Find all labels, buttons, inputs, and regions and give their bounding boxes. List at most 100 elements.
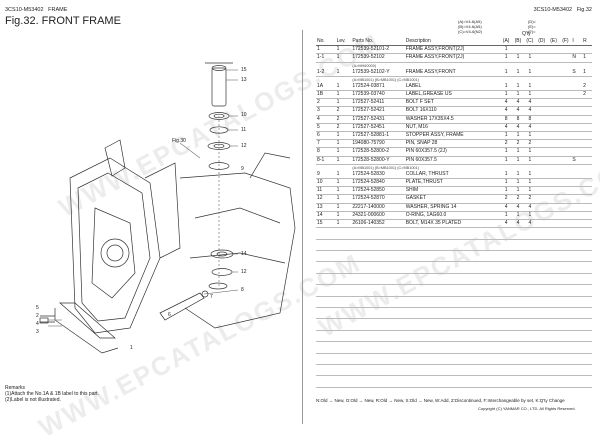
cell-r: 2	[582, 90, 592, 100]
cell-lev: 1	[335, 156, 352, 165]
cell-description: PIN, SNAP 28	[404, 139, 501, 149]
cell-description: BOLT F SET	[404, 98, 501, 108]
cell-qty: 1	[523, 178, 536, 188]
table-row-empty	[316, 353, 592, 365]
cell-no: 6	[316, 131, 336, 141]
variant-code: (D)=	[528, 19, 536, 24]
cell-qty	[559, 98, 572, 108]
page-divider	[302, 30, 303, 424]
cell-r	[582, 178, 592, 188]
cell-parts-no: 172528-52800-Y	[351, 156, 405, 165]
cell-lev: 1	[335, 203, 352, 212]
callout-7: 7	[210, 294, 213, 300]
cell-qty: 1	[500, 45, 513, 55]
model-code: 3CS10-M53402	[5, 7, 44, 13]
col-qty-c: (C)	[523, 38, 536, 47]
cell-qty: 2	[512, 194, 524, 204]
cell	[316, 330, 592, 343]
cell-description: BOLT 16X110	[404, 106, 501, 116]
cell-lev: 1	[335, 211, 352, 221]
cell-i	[571, 139, 583, 149]
cell-no: 13	[316, 203, 336, 212]
cell-lev: 1	[335, 178, 352, 188]
table-row-note: (A>MH60000)	[316, 62, 592, 69]
cell-lev: 1	[335, 147, 352, 157]
cell-i	[571, 115, 583, 124]
cell-description: PIN 60X357.5	[404, 156, 501, 165]
serial-note: (A>MH60000)	[352, 63, 377, 68]
cell-lev: 1	[335, 90, 352, 100]
cell-qty: 1	[500, 131, 513, 141]
cell-lev: 1	[335, 98, 352, 108]
cell-qty	[535, 123, 548, 133]
table-row-note: (A>MB1001) (B>MB1001) (C>MB1001)	[316, 164, 592, 171]
change-code-legend: N:Old → New, O:Old → New, R:Old → New, S…	[316, 398, 565, 403]
table-row-note: (A>MB1001) (B>MB1001) (C>MB1001)	[316, 76, 592, 83]
remarks-title: Remarks	[5, 385, 26, 391]
cell-r	[582, 203, 592, 212]
cell-no: 8	[316, 147, 336, 157]
cell-lev: 1	[335, 194, 352, 204]
callout-15: 15	[241, 67, 247, 73]
table-header-row: No. Lev. Parts No. Description (A) (B) (…	[316, 38, 592, 47]
cell-qty: 1	[500, 82, 513, 91]
cell-qty	[559, 68, 572, 77]
col-qty-b: (B)	[512, 38, 524, 47]
cell-qty: 1	[523, 68, 536, 77]
cell-i	[571, 219, 583, 229]
cell-qty	[535, 170, 548, 180]
cell-qty: 4	[500, 203, 513, 212]
cell-qty: 1	[523, 53, 536, 63]
cell-parts-no: 194080-75790	[351, 139, 405, 149]
callout-4: 4	[36, 321, 39, 327]
cell-r	[582, 131, 592, 141]
cell-r	[582, 123, 592, 133]
cell-r	[582, 98, 592, 108]
cell-description: GASKET	[404, 194, 501, 204]
col-qty-d: (D)	[535, 38, 548, 47]
cell-qty: 1	[512, 82, 524, 91]
cell-description: WASHER, SPRING 14	[404, 203, 501, 212]
cell-qty: 1	[500, 68, 513, 77]
cell-qty: 1	[523, 170, 536, 180]
cell-description: O-RING, 1AG60.0	[404, 211, 501, 221]
cell-qty	[535, 147, 548, 157]
callout-6: 6	[168, 312, 171, 318]
cell-qty	[535, 139, 548, 149]
cell-r	[582, 219, 592, 229]
cell-parts-no: 172527-52881-1	[351, 131, 405, 141]
cell-parts-no: 172527-52431	[351, 115, 405, 124]
cell-qty	[547, 98, 560, 108]
cell-qty: 1	[512, 156, 524, 165]
cell-qty	[547, 106, 560, 116]
cell-qty: 2	[500, 139, 513, 149]
cell-qty: 1	[512, 147, 524, 157]
table-row-empty	[316, 330, 592, 343]
col-i: I	[571, 38, 583, 47]
cell-no: 1	[316, 45, 336, 55]
callout-8: 8	[241, 287, 244, 293]
cell-qty: 4	[523, 203, 536, 212]
col-r: R	[582, 38, 592, 47]
remarks: Remarks (1)Attach the No.1A & 1B label t…	[5, 385, 99, 403]
cell-qty	[547, 45, 560, 55]
cell-r	[582, 45, 592, 55]
cell-qty	[547, 123, 560, 133]
cell-no: 9	[316, 170, 336, 180]
cell-r	[582, 139, 592, 149]
cell-qty	[559, 211, 572, 221]
col-no: No.	[316, 38, 336, 47]
cell-qty	[559, 82, 572, 91]
callout-12b: 12	[241, 269, 247, 275]
cell-qty: 4	[523, 98, 536, 108]
cell-qty: 2	[523, 139, 536, 149]
